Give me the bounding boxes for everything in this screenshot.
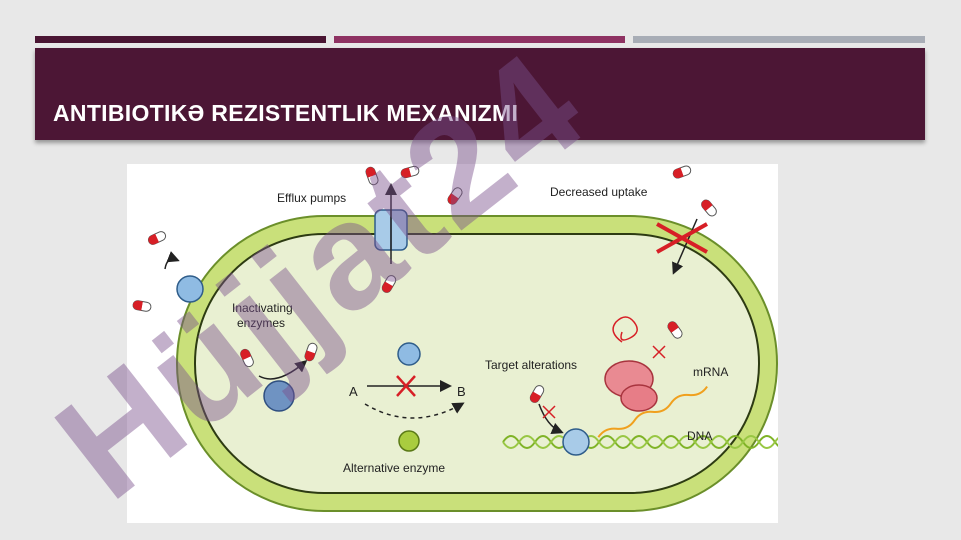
label-inactivating-line2: enzymes [237,316,285,330]
efflux-pump-icon [374,183,408,264]
membrane-enzyme-icon [164,251,204,303]
alternative-pathway-arrow [364,402,465,419]
label-product-b: B [457,384,466,399]
label-substrate-a: A [349,384,358,399]
label-alternative-enzyme: Alternative enzyme [343,461,445,475]
label-dna: DNA [687,429,712,443]
label-decreased-uptake: Decreased uptake [550,185,648,199]
bacterial-cell-illustration: Efflux pumps Decreased uptake [131,164,778,512]
cytoplasm [194,233,760,494]
accent-bar-magenta [334,36,625,43]
alternative-enzyme-icon [398,430,420,452]
label-efflux-pumps: Efflux pumps [277,191,346,205]
mrna-strand [597,385,708,438]
blocked-target-enzyme-icon [397,342,421,366]
uptake-arrow [672,218,698,275]
label-target-alterations: Target alterations [485,358,577,372]
dna-helix [502,435,778,449]
ribosome-icon [604,316,658,412]
dna-binding-protein-icon [538,345,666,456]
resistance-diagram: Efflux pumps Decreased uptake [127,164,778,523]
label-inactivating-line1: Inactivating [232,301,293,315]
blocked-uptake-icon [656,222,708,254]
accent-bar-dark [35,36,326,43]
accent-bar-gray [633,36,925,43]
title-banner: ANTIBIOTIKƏ REZISTENTLIK MEXANIZMI [35,48,925,140]
inactivating-enzyme-icon [258,360,308,412]
blocked-pathway-icon [396,375,416,397]
label-mrna: mRNA [693,365,728,379]
slide-title: ANTIBIOTIKƏ REZISTENTLIK MEXANIZMI [53,100,519,126]
